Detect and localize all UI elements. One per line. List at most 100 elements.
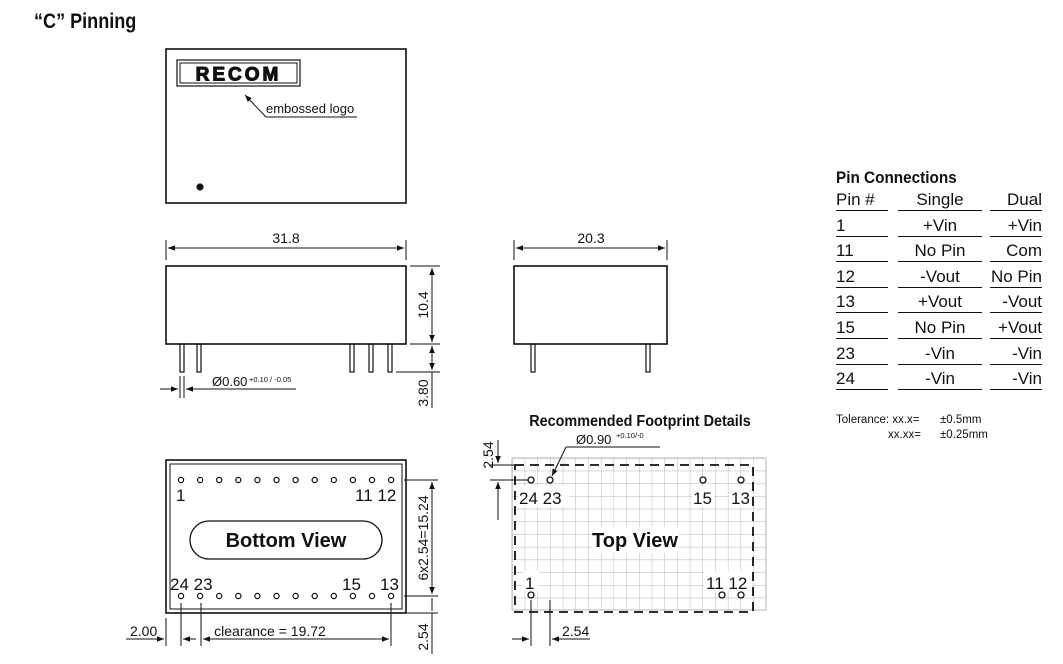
edge-offset-dim: 2.00 — [130, 623, 157, 639]
cell-dual: -Vin — [990, 370, 1042, 391]
tolerance-key-2: xx.xx= — [888, 429, 921, 441]
bottom-view-label: Bottom View — [226, 530, 347, 552]
table-row: 24 -Vin -Vin — [836, 365, 1042, 391]
logo-text: RECOM — [196, 65, 282, 86]
pin-hole — [254, 592, 261, 600]
pin-hole — [368, 592, 376, 600]
table-row: 15 No Pin +Vout — [836, 313, 1042, 339]
pin-hole — [273, 592, 280, 600]
footprint-top-view: Recommended Footprint Details 24 23 15 1… — [480, 412, 767, 646]
pin-hole — [235, 592, 242, 600]
pin-connections-title: Pin Connections — [836, 168, 957, 187]
footprint-outline — [514, 464, 754, 613]
tolerance-note: Tolerance: xx.x= ±0.5mm xx.xx= ±0.25mm — [836, 413, 988, 443]
pin-hole — [235, 476, 242, 484]
cell-dual: +Vout — [990, 318, 1042, 339]
fp-label-15: 15 — [693, 489, 712, 508]
cell-dual: No Pin — [990, 266, 1042, 288]
pin-hole — [330, 476, 337, 484]
pin-hole — [215, 592, 223, 600]
hole-diameter-tolerance: +0.10/-0 — [616, 431, 644, 440]
pin-hole — [349, 592, 357, 600]
page-title: “C” Pinning — [34, 10, 137, 33]
cell-single: -Vin — [898, 370, 982, 391]
pin-hole — [196, 476, 204, 484]
fp-label-1: 1 — [525, 574, 534, 593]
table-header-row: Pin # Single Dual — [836, 189, 1042, 211]
cell-single: +Vout — [898, 293, 982, 314]
cell-pin: 13 — [836, 293, 888, 314]
pin-hole — [196, 592, 204, 600]
pin-hole — [311, 476, 318, 484]
pin-hole — [387, 592, 395, 600]
pin-hole — [387, 476, 395, 484]
cell-pin: 23 — [836, 344, 888, 365]
cell-pin: 11 — [836, 242, 888, 263]
bv-label-1: 1 — [176, 486, 185, 505]
cell-pin: 15 — [836, 318, 888, 339]
header-pin: Pin # — [836, 191, 888, 211]
pin-diameter-tolerance: +0.10 / -0.05 — [249, 375, 291, 384]
length-dim: 31.8 — [272, 230, 299, 246]
pin-diameter-dim: Ø0.60 — [212, 374, 247, 389]
pin-hole — [292, 592, 299, 600]
side-view-width: 20.3 — [513, 230, 668, 373]
header-dual: Dual — [990, 191, 1042, 211]
cell-single: No Pin — [898, 318, 982, 339]
pin-connections-table: Pin Connections Pin # Single Dual 1 +Vin… — [836, 168, 1042, 391]
pin-hole — [349, 476, 357, 484]
cell-dual: -Vin — [990, 344, 1042, 365]
cell-dual: +Vin — [990, 216, 1042, 237]
hole-diameter-dim: Ø0.90 — [576, 432, 611, 447]
footprint-title: Recommended Footprint Details — [529, 412, 751, 430]
cell-single: No Pin — [898, 242, 982, 263]
vertical-pitch-dim: 2.54 — [480, 441, 496, 468]
tolerance-key-1: Tolerance: xx.x= — [836, 414, 920, 426]
bv-label-24-23: 24 23 — [170, 575, 213, 594]
height-dim: 10.4 — [415, 291, 431, 318]
pin-hole — [330, 592, 337, 600]
bottom-offset-dim: 2.54 — [415, 623, 431, 650]
cell-single: -Vin — [898, 344, 982, 365]
pin-length-dim: 3.80 — [415, 379, 431, 406]
side-view-length: 31.8 Ø0.60 +0.10 / -0.05 10.4 3.80 — [160, 230, 440, 408]
pin-hole — [368, 476, 376, 484]
bottom-view-package: 1 11 12 24 23 15 13 Bottom View 6x2.54=1… — [126, 459, 438, 654]
pin1-marker-dot — [196, 183, 204, 191]
top-view-label: Top View — [592, 530, 678, 552]
cell-single: +Vin — [898, 216, 982, 237]
pin-hole — [177, 592, 185, 600]
width-dim: 20.3 — [577, 230, 604, 246]
header-single: Single — [898, 191, 982, 211]
bv-label-13: 13 — [380, 575, 399, 594]
row-spacing-dim: 6x2.54=15.24 — [415, 495, 431, 580]
pin-hole — [292, 476, 299, 484]
horizontal-pitch-dim: 2.54 — [562, 623, 589, 639]
table-row: 13 +Vout -Vout — [836, 288, 1042, 314]
bv-label-11-12: 11 12 — [355, 486, 396, 505]
embossed-logo-note: embossed logo — [266, 101, 354, 116]
pin-hole — [311, 592, 318, 600]
fp-label-24-23: 24 23 — [519, 489, 562, 508]
bottom-view-bottom-pins — [177, 592, 395, 600]
fp-label-11-12: 11 12 — [706, 574, 747, 593]
tolerance-val-1: ±0.5mm — [940, 414, 982, 426]
table-row: 12 -Vout No Pin — [836, 262, 1042, 288]
pin-hole — [254, 476, 261, 484]
pin-hole — [215, 476, 223, 484]
tolerance-val-2: ±0.25mm — [940, 429, 988, 441]
cell-dual: Com — [990, 242, 1042, 263]
cell-dual: -Vout — [990, 293, 1042, 314]
table-row: 11 No Pin Com — [836, 237, 1042, 263]
top-view-package: RECOM embossed logo — [165, 48, 407, 204]
bv-label-15: 15 — [342, 575, 361, 594]
cell-pin: 24 — [836, 370, 888, 391]
pin-hole — [177, 476, 185, 484]
pin-hole — [273, 476, 280, 484]
fp-label-13: 13 — [731, 489, 750, 508]
clearance-dim: clearance = 19.72 — [214, 623, 326, 639]
cell-pin: 1 — [836, 216, 888, 237]
recom-logo: RECOM — [176, 59, 301, 87]
table-row: 1 +Vin +Vin — [836, 211, 1042, 237]
